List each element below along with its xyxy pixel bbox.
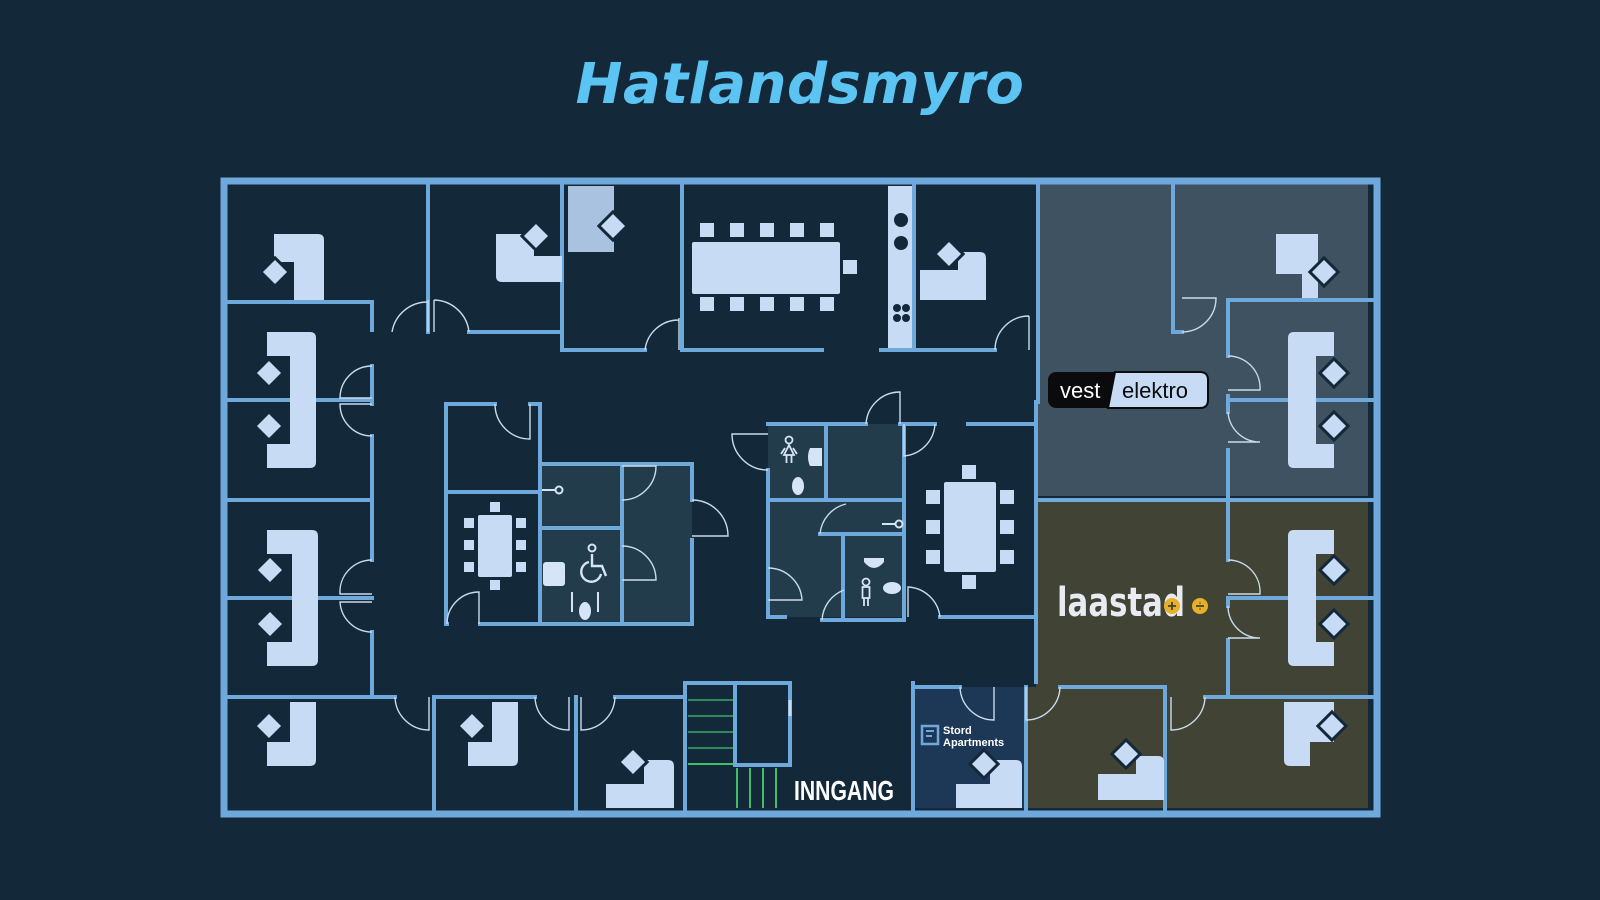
washroom-fixtures [542, 448, 904, 620]
doors [339, 297, 1261, 731]
washroom-block-left [542, 466, 692, 624]
vest-logo-left: vest [1060, 378, 1100, 403]
elevator-shaft [735, 683, 789, 761]
stairs-icon [688, 699, 777, 808]
kitchen-shelf-fixtures [893, 213, 910, 322]
page-title: Hatlandsmyro [575, 52, 1025, 117]
workstations [252, 209, 1351, 808]
meeting-table-small [464, 502, 526, 590]
stord-apartments-logo: Stord Apartments [920, 724, 1004, 749]
shelf-unit [888, 186, 914, 350]
meeting-table-large [692, 223, 857, 311]
wheelchair-icon [580, 543, 608, 583]
entrance-label: INNGANG [794, 775, 894, 806]
vest-logo-right: elektro [1122, 378, 1188, 403]
vest-elektro-logo: vest elektro [1048, 371, 1209, 409]
laastad-logo: laastad [1057, 580, 1208, 626]
laastad-logo-text: laastad [1057, 580, 1185, 626]
stord-logo-line2: Apartments [943, 737, 1004, 749]
stord-logo-line1: Stord [943, 725, 972, 737]
female-toilet-icon [780, 435, 798, 463]
male-toilet-icon [861, 577, 871, 606]
meeting-table-medium [926, 465, 1014, 589]
interior-walls [220, 177, 1381, 818]
